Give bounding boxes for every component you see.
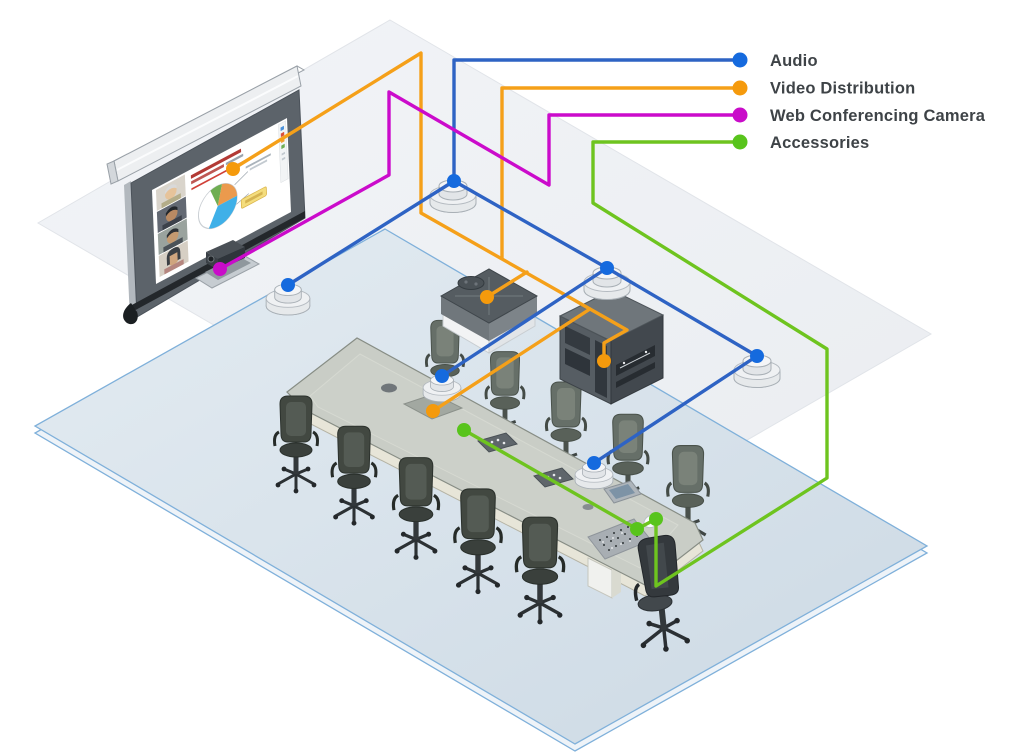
rack-shelf-opening [565, 326, 590, 355]
screen-housing-endcap [106, 160, 119, 185]
touch-panel-screen [609, 484, 635, 499]
cable-video-projector-branch [485, 270, 529, 299]
dot-camera-legend [732, 107, 748, 123]
cable-run-accessories [462, 140, 829, 588]
dot-equipment-rack [597, 354, 611, 368]
dot-projector [480, 290, 494, 304]
rack-av-device [616, 362, 655, 388]
cable-cubby [477, 432, 518, 453]
equipment-credenza [558, 289, 665, 405]
legend-label-web-conferencing-camera: Web Conferencing Camera [770, 107, 986, 125]
legend-label-audio: Audio [770, 52, 818, 70]
projector-body-left [441, 296, 489, 341]
dot-table-microphone-2 [587, 456, 601, 470]
cable-run-web-conferencing-camera [218, 90, 742, 271]
pie-chart-icon [197, 171, 249, 230]
connection-dots-accessories [457, 134, 748, 536]
dot-table-av [426, 404, 440, 418]
touch-panel [603, 480, 642, 504]
cable-video-legend-drop [500, 86, 742, 260]
dot-speaker-right [750, 349, 764, 363]
dot-table-microphone-1 [435, 369, 449, 383]
cable-video-screen-to-rack [231, 51, 629, 363]
table-puck [582, 504, 594, 510]
legend-label-video-distribution: Video Distribution [770, 80, 915, 98]
dot-projection-screen [226, 162, 240, 176]
dot-mouse [649, 512, 663, 526]
connection-dots-camera [213, 107, 748, 276]
screen-fabric-edge [124, 181, 137, 320]
cable-audio-mic1 [440, 266, 609, 378]
projector-body-right [489, 296, 537, 341]
dot-accessories-legend [732, 134, 748, 150]
dot-speaker-center [447, 174, 461, 188]
connection-dots-video [226, 80, 748, 418]
connection-dots-audio [281, 52, 764, 470]
dot-table-accessory [457, 423, 471, 437]
cable-audio-speaker-left [286, 179, 456, 287]
dot-keyboard [630, 522, 644, 536]
rack-shelf-opening [565, 348, 590, 376]
cable-run-video-distribution [231, 51, 742, 413]
screen-bottom-curl [123, 303, 138, 325]
rack-top [558, 289, 665, 342]
dot-speaker-left [281, 278, 295, 292]
projector-mount-icon [457, 276, 485, 290]
dot-speaker-mid-right [600, 261, 614, 275]
legend-label-accessories: Accessories [770, 134, 869, 152]
camera-lens-icon [207, 255, 215, 263]
table-puck [381, 383, 397, 393]
cable-audio-mic2 [592, 354, 759, 465]
dot-video-legend [732, 80, 748, 96]
cable-video-table-branch [431, 307, 592, 413]
cable-audio-legend-drop [452, 58, 742, 183]
participant-thumbnails [155, 174, 189, 277]
dot-audio-legend [732, 52, 748, 68]
cable-camera [218, 90, 742, 271]
cable-cubby [533, 467, 574, 488]
legend: Audio Video Distribution Web Conferencin… [770, 52, 986, 152]
table-leg-side [612, 564, 621, 598]
cable-accessories [462, 140, 829, 588]
camera-body [206, 240, 245, 259]
dot-camera [213, 262, 227, 276]
